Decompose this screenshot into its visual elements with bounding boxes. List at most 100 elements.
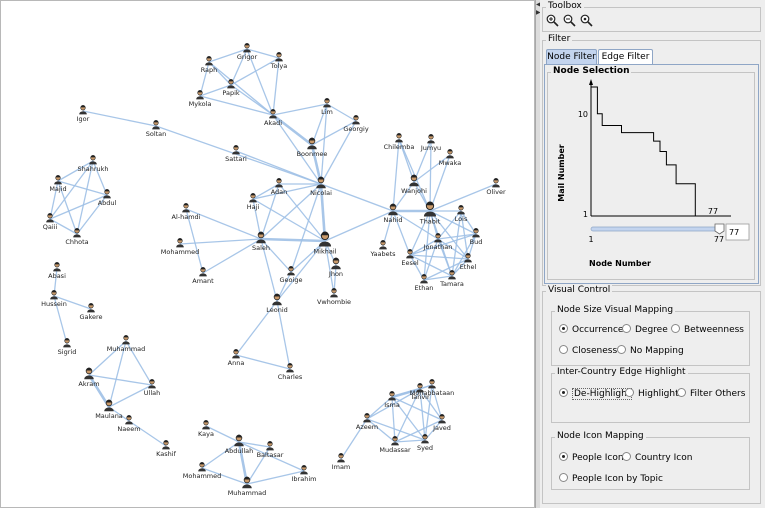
graph-node[interactable]: Grigor [237, 43, 258, 61]
graph-node[interactable]: Vwhombie [317, 288, 351, 306]
graph-node[interactable]: Mohammed [183, 462, 221, 480]
collapse-left-icon[interactable]: ◀ [536, 1, 541, 8]
graph-node[interactable]: Azeem [356, 413, 378, 431]
graph-node[interactable]: Al-hamdi [172, 203, 201, 221]
graph-node[interactable]: Mohammed [161, 238, 199, 256]
graph-node[interactable]: Adan [271, 178, 288, 196]
tab-node-filter[interactable]: Node Filter [546, 49, 597, 64]
graph-node[interactable]: Eesel [401, 249, 419, 267]
radio-highlight[interactable]: Highlight [625, 388, 679, 399]
graph-node[interactable]: Ethel [460, 253, 477, 271]
graph-node[interactable]: Papik [222, 79, 240, 97]
graph-node[interactable]: Hussein [41, 290, 67, 308]
graph-node[interactable]: Mikhail [314, 231, 337, 256]
graph-node[interactable]: Gakere [79, 303, 103, 321]
graph-node[interactable]: Geoige [280, 266, 303, 284]
radio-people-icon[interactable]: People Icon [559, 452, 624, 463]
graph-node[interactable]: Soltan [146, 120, 167, 138]
graph-node[interactable]: Nicolai [310, 176, 332, 197]
graph-node[interactable]: Abdul [98, 189, 117, 207]
graph-node[interactable]: Georgiy [343, 115, 369, 133]
graph-node[interactable]: Abasi [48, 262, 66, 280]
graph-node[interactable]: Jonathan [423, 233, 453, 251]
radio-no-mapping[interactable]: No Mapping [617, 345, 684, 356]
graph-node[interactable]: Mudassar [379, 436, 411, 454]
graph-node[interactable]: Shahrukh [77, 155, 109, 173]
graph-node[interactable]: Thabit [419, 201, 441, 226]
radio-de-highlight[interactable]: De-Highlight [559, 388, 633, 400]
node-label: Soltan [146, 130, 167, 138]
radio-dot [559, 324, 568, 333]
graph-node[interactable]: Saleh [252, 231, 270, 252]
graph-node[interactable]: Jhon [328, 257, 343, 278]
radio-country-icon[interactable]: Country Icon [622, 452, 692, 463]
graph-node[interactable]: Anna [228, 349, 245, 367]
graph-node[interactable]: Boonmee [297, 137, 328, 158]
zoom-in-icon[interactable] [546, 14, 559, 27]
radio-filter-others[interactable]: Filter Others [677, 388, 745, 399]
graph-node[interactable]: Wanjohi [401, 174, 427, 195]
graph-node[interactable]: Tamara [439, 270, 464, 288]
zoom-fit-icon[interactable] [580, 14, 593, 27]
graph-node[interactable]: Maulana [95, 399, 123, 420]
graph-node[interactable]: Ibrahim [292, 465, 317, 483]
node-label: Eesel [401, 259, 418, 267]
graph-node[interactable]: Mwaka [439, 149, 462, 167]
graph-node[interactable]: Bud [470, 228, 483, 246]
collapse-right-icon[interactable]: ▶ [536, 9, 541, 16]
graph-node[interactable]: Chilemba [384, 133, 415, 151]
range-slider-track[interactable] [590, 226, 723, 232]
zoom-out-icon[interactable] [563, 14, 576, 27]
graph-node[interactable]: Raph [201, 56, 218, 74]
radio-betweenness[interactable]: Betweenness [671, 324, 744, 335]
graph-node[interactable]: Naeem [117, 415, 141, 433]
radio-occurrence[interactable]: Occurrence [559, 324, 623, 335]
radio-degree[interactable]: Degree [622, 324, 668, 335]
node-count-spinner[interactable] [725, 223, 750, 241]
graph-node[interactable]: Ullah [144, 379, 160, 397]
graph-node[interactable]: Amant [192, 267, 214, 285]
graph-node[interactable]: Chhota [65, 228, 89, 246]
graph-node[interactable]: Leonid [266, 293, 288, 314]
radio-people-icon-by-topic[interactable]: People Icon by Topic [559, 473, 663, 484]
graph-node[interactable]: Igor [77, 105, 90, 123]
tab-edge-filter[interactable]: Edge Filter [598, 49, 653, 64]
graph-node[interactable]: Tolya [270, 52, 287, 70]
graph-node[interactable]: Majid [49, 175, 67, 193]
graph-node[interactable]: Muhammad [107, 335, 146, 353]
graph-node[interactable]: Mykola [189, 90, 212, 108]
graph-node[interactable]: Muhammad [228, 476, 267, 497]
graph-node[interactable]: Haji [247, 193, 260, 211]
graph-node[interactable]: Lois [455, 205, 468, 223]
graph-node[interactable]: Nahid [384, 203, 403, 224]
graph-node[interactable]: Kaya [198, 420, 214, 438]
graph-node[interactable]: Akadi [264, 109, 282, 127]
node-count-spinner-value: 77 [729, 228, 739, 237]
graph-node[interactable]: Kashif [156, 440, 177, 458]
graph-node[interactable]: Sattari [225, 145, 247, 163]
graph-node[interactable]: Mohabbataan [410, 379, 455, 397]
graph-node[interactable]: Akram [78, 367, 100, 388]
graph-node[interactable]: Javed [432, 414, 451, 432]
graph-node[interactable]: Jumyu [420, 134, 441, 152]
graph-node[interactable]: Sigrid [58, 338, 77, 356]
graph-node[interactable]: Yaabets [369, 240, 396, 258]
node-label: Ullah [144, 389, 160, 397]
graph-node[interactable]: Syed [417, 434, 433, 452]
graph-node[interactable]: Lim [321, 98, 333, 116]
radio-closeness[interactable]: Closeness [559, 345, 617, 356]
graph-node[interactable]: Ethan [415, 274, 434, 292]
graph-node[interactable]: Baltasar [257, 441, 284, 459]
node-selection-chart[interactable]: Mail Number Node Number 10 1 77 1 77 77 [548, 73, 754, 279]
graph-node[interactable]: Abdullah [225, 434, 254, 455]
graph-node[interactable]: Tanvir [409, 383, 430, 401]
graph-node[interactable]: Imam [332, 453, 351, 471]
graph-node[interactable]: Oliver [486, 178, 506, 196]
splitter[interactable]: ◀ ▶ [535, 0, 541, 508]
graph-node[interactable]: Qaiii [43, 213, 58, 231]
range-slider-thumb[interactable] [714, 223, 725, 235]
graph-node[interactable]: Isma [384, 391, 400, 409]
graph-node[interactable]: Charles [278, 363, 303, 381]
